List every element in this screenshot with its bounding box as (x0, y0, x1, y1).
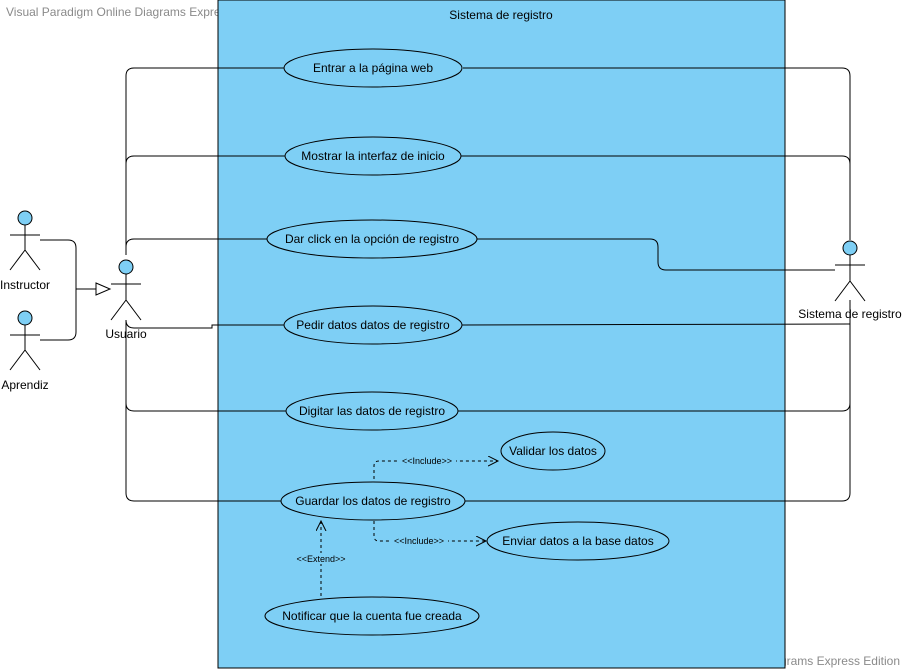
svg-text:Notificar que la cuenta fue cr: Notificar que la cuenta fue creada (282, 609, 462, 623)
system-title: Sistema de registro (449, 8, 553, 22)
use-case-notificar[interactable]: Notificar que la cuenta fue creada (264, 596, 480, 636)
svg-text:<<Extend>>: <<Extend>> (296, 554, 345, 564)
use-case-validar[interactable]: Validar los datos (500, 431, 606, 471)
include-label-validar: <<Include>> (398, 456, 456, 467)
usuario-associations (125, 67, 287, 502)
actor-instructor-label: Instructor (0, 278, 50, 292)
use-case-digitar[interactable]: Digitar las datos de registro (285, 391, 459, 431)
actor-aprendiz-label: Aprendiz (1, 378, 48, 392)
actor-sistema[interactable]: Sistema de registro (798, 240, 902, 321)
actor-aprendiz[interactable]: Aprendiz (1, 310, 49, 392)
svg-text:Validar los datos: Validar los datos (509, 444, 597, 458)
svg-text:Enviar datos a la base datos: Enviar datos a la base datos (502, 534, 653, 548)
actor-instructor[interactable]: Instructor (0, 210, 50, 292)
include-label-enviar: <<Include>> (390, 536, 448, 547)
generalization (40, 239, 112, 341)
actor-sistema-label: Sistema de registro (798, 307, 902, 321)
svg-text:Guardar los datos de registro: Guardar los datos de registro (295, 494, 451, 508)
watermark-top: Visual Paradigm Online Diagrams Express … (6, 5, 273, 19)
svg-text:Entrar a la página web: Entrar a la página web (313, 61, 433, 75)
extend-label: <<Extend>> (291, 553, 351, 564)
actor-usuario-label: Usuario (105, 327, 147, 341)
svg-text:Dar click en la opción de regi: Dar click en la opción de registro (285, 232, 459, 246)
svg-text:<<Include>>: <<Include>> (394, 536, 444, 546)
use-case-entrar[interactable]: Entrar a la página web (283, 48, 463, 88)
svg-text:Pedir datos datos de registro: Pedir datos datos de registro (296, 318, 450, 332)
sistema-associations (458, 67, 851, 502)
use-case-pedir-datos[interactable]: Pedir datos datos de registro (283, 305, 463, 345)
use-case-dar-click[interactable]: Dar click en la opción de registro (266, 219, 478, 259)
svg-text:Digitar las datos de registro: Digitar las datos de registro (299, 404, 445, 418)
use-case-mostrar[interactable]: Mostrar la interfaz de inicio (284, 136, 462, 176)
use-case-guardar[interactable]: Guardar los datos de registro (280, 481, 466, 521)
dependency-lines (321, 461, 498, 602)
svg-text:Mostrar la interfaz de inicio: Mostrar la interfaz de inicio (301, 149, 445, 163)
actor-usuario[interactable]: Usuario (105, 259, 147, 341)
svg-text:<<Include>>: <<Include>> (402, 456, 452, 466)
use-case-enviar[interactable]: Enviar datos a la base datos (486, 521, 670, 561)
